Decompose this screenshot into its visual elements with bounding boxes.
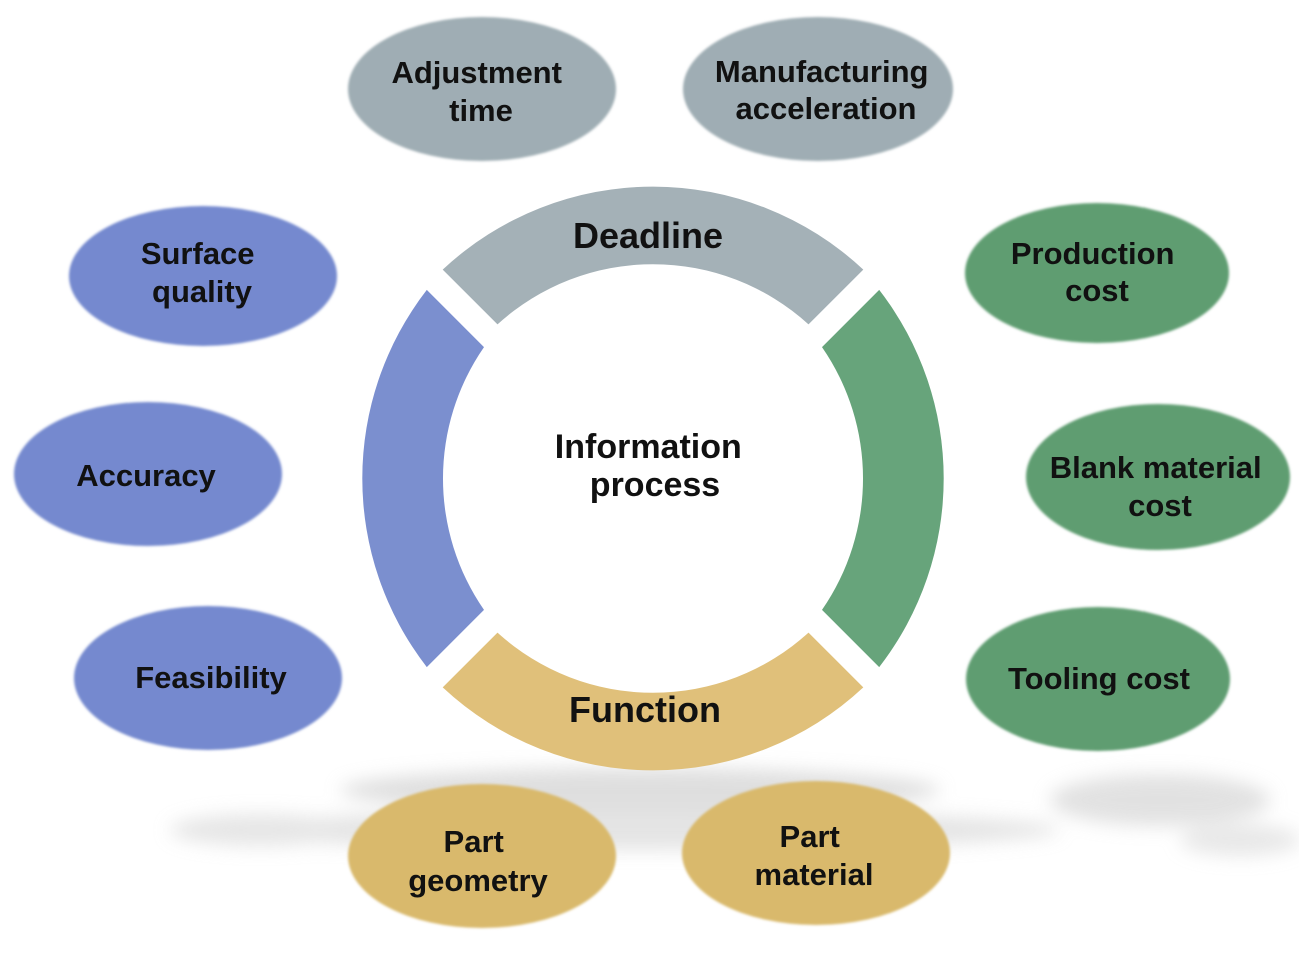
- ring-segment-deadline: [442, 186, 864, 325]
- center-label-line-2: process: [590, 466, 720, 504]
- node-accuracy: Accuracy: [14, 402, 282, 546]
- svg-text:Feasibility: Feasibility: [135, 660, 287, 695]
- center-label-line-1: Information: [555, 428, 742, 466]
- svg-text:Accuracy: Accuracy: [76, 458, 216, 493]
- node-production-cost: Production cost: [965, 203, 1229, 343]
- node-blank-material-cost: Blank material cost: [1026, 404, 1290, 550]
- svg-text:Manufacturing accelerati: Manufacturing acceleration: [715, 54, 937, 126]
- ring-segment-left: [362, 289, 484, 668]
- node-feasibility: Feasibility: [74, 606, 342, 750]
- svg-text:Adjustment time: Adjustment time: [391, 55, 570, 128]
- node-adjustment-time: Adjustment time: [348, 17, 616, 161]
- center-label: Information process: [555, 428, 751, 504]
- svg-text:Part material: Part material: [755, 819, 874, 892]
- svg-text:Tooling cost: Tooling cost: [1008, 661, 1190, 696]
- ring-segment-function: [442, 632, 864, 771]
- node-part-material: Part material: [682, 781, 950, 925]
- ring-label-function: Function: [569, 689, 721, 730]
- svg-text:Blank material cost: Blank material cost: [1050, 450, 1271, 523]
- ring-label-deadline: Deadline: [573, 215, 723, 256]
- svg-text:Part geometry: Part geometry: [408, 824, 548, 898]
- node-tooling-cost: Tooling cost: [966, 607, 1230, 751]
- svg-text:Surface quality: Surface quality: [141, 236, 263, 309]
- node-part-geometry: Part geometry: [348, 784, 616, 928]
- ring-segment-right: [822, 289, 944, 668]
- svg-text:Production cost: Production cost: [1011, 236, 1183, 308]
- node-surface-quality: Surface quality: [69, 206, 337, 346]
- node-manufacturing-acceleration: Manufacturing acceleration: [683, 17, 953, 161]
